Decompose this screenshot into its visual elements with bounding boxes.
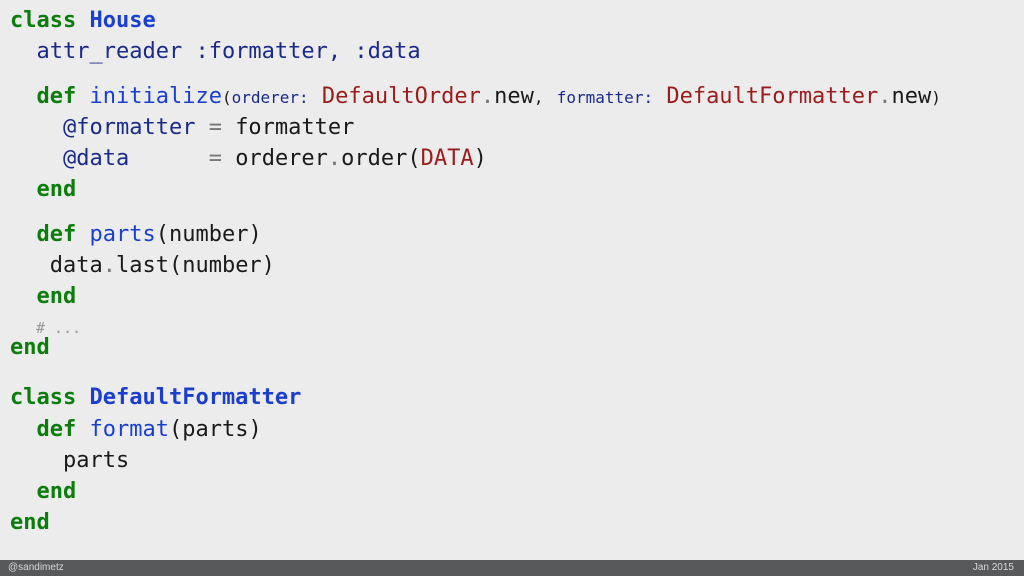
value: parts [62, 448, 130, 473]
code-line-11: end [10, 337, 50, 359]
code-line-3: def initialize(orderer: DefaultOrder.new… [10, 86, 941, 108]
class-name: DefaultFormatter [89, 385, 302, 410]
author-handle: @sandimetz [8, 562, 64, 573]
paren: ) [931, 88, 941, 107]
instance-variable: @formatter [62, 115, 196, 140]
method-call: new [494, 84, 534, 109]
code-line-8: data.last(number) [10, 255, 275, 277]
method-name: format [89, 417, 169, 442]
code-line-7: def parts(number) [10, 224, 262, 246]
constant: DefaultOrder [321, 84, 481, 109]
method-name: parts [89, 222, 156, 247]
code-line-9: end [10, 284, 77, 309]
code-line-10: # ... [36, 316, 81, 338]
operator: = [208, 146, 222, 171]
constant: DefaultFormatter [666, 84, 879, 109]
method-args: (number) [155, 222, 262, 247]
code-line-2: attr_reader :formatter, :data [10, 41, 421, 63]
keyword: end [10, 510, 50, 535]
paren: ) [473, 146, 487, 171]
code-line-5: @data = orderer.order(DATA) [10, 148, 487, 170]
method-call: attr_reader [36, 39, 183, 64]
code-line-1: class House [10, 10, 156, 32]
class-name: House [89, 8, 156, 33]
instance-variable: @data [62, 146, 130, 171]
method-name: initialize [89, 84, 222, 109]
method-call: order( [341, 146, 421, 171]
method-call: last(number) [115, 253, 275, 278]
method-call: new [891, 84, 932, 109]
dot: . [480, 84, 495, 109]
operator: = [208, 115, 222, 140]
keyword: end [10, 335, 50, 360]
code-line-4: @formatter = formatter [10, 117, 354, 139]
kwarg-label: formatter: [556, 88, 654, 107]
dot: . [327, 146, 342, 171]
code-line-12: class DefaultFormatter [10, 387, 301, 409]
symbol-args: :formatter, :data [195, 39, 421, 64]
constant: DATA [420, 146, 474, 171]
comment: # ... [36, 319, 82, 337]
receiver: orderer [235, 146, 328, 171]
date-label: Jan 2015 [972, 562, 1014, 573]
value: formatter [235, 115, 355, 140]
keyword: class [10, 8, 77, 33]
code-line-6: end [10, 177, 77, 202]
receiver: data [49, 253, 103, 278]
code-line-15: end [10, 479, 77, 504]
method-args: (parts) [168, 417, 262, 442]
keyword: def [36, 84, 77, 109]
code-line-13: def format(parts) [10, 419, 262, 441]
paren: ( [221, 88, 232, 107]
dot: . [102, 253, 116, 278]
kwarg-label: orderer: [231, 88, 309, 107]
keyword: end [36, 479, 77, 504]
keyword: end [36, 177, 77, 202]
keyword: def [36, 417, 77, 442]
code-line-14: parts [10, 450, 129, 472]
footer-bar: @sandimetz Jan 2015 [0, 560, 1024, 576]
code-line-16: end [10, 512, 50, 534]
keyword: def [36, 222, 77, 247]
keyword: end [36, 284, 77, 309]
dot: . [878, 84, 892, 109]
keyword: class [10, 385, 77, 410]
comma: , [533, 88, 544, 107]
